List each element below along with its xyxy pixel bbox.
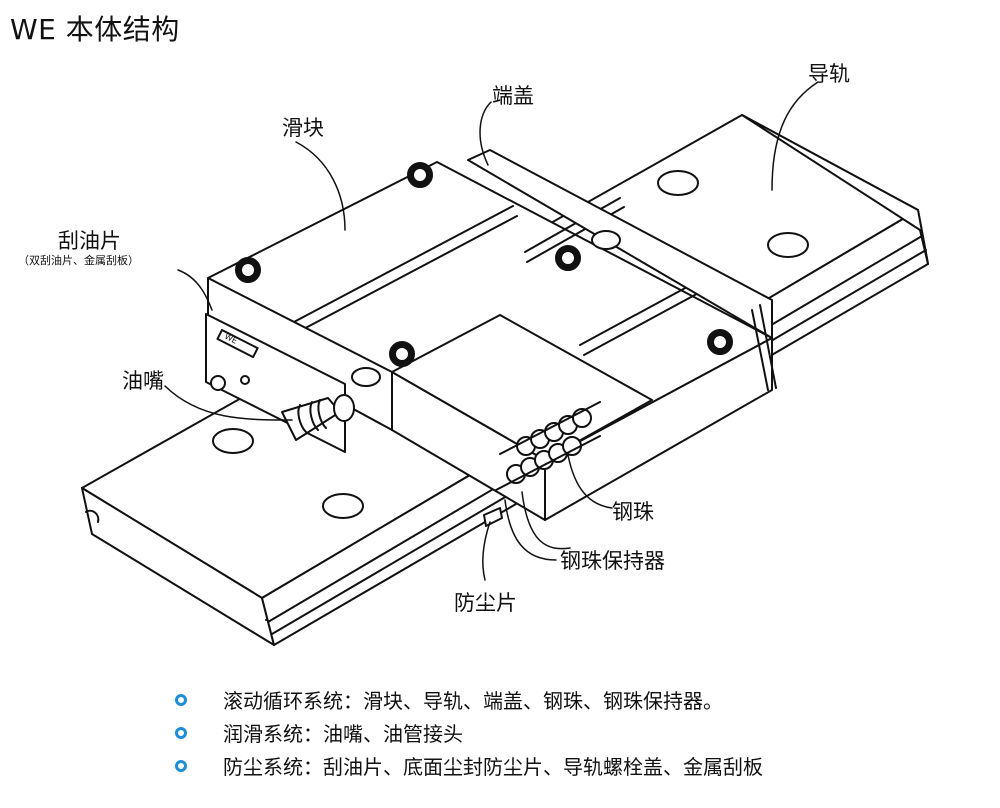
grease-nipple bbox=[281, 394, 355, 441]
rail-hole bbox=[322, 493, 364, 519]
systems-list: 滚动循环系统：滑块、导轨、端盖、钢珠、钢珠保持器。 润滑系统：油嘴、油管接头 防… bbox=[175, 683, 763, 782]
list-item-text: 滚动循环系统：滑块、导轨、端盖、钢珠、钢珠保持器。 bbox=[223, 689, 723, 713]
bullet-icon bbox=[175, 693, 187, 706]
label-scraper-note: （双刮油片、金属刮板） bbox=[18, 254, 139, 267]
label-end-cap: 端盖 bbox=[492, 84, 534, 108]
steel-balls bbox=[506, 408, 592, 484]
rail-hole bbox=[212, 428, 254, 454]
label-scraper: 刮油片 bbox=[58, 229, 121, 253]
list-item-text: 润滑系统：油嘴、油管接头 bbox=[223, 722, 463, 746]
list-item-text: 防尘系统：刮油片、底面尘封防尘片、导轨螺栓盖、金属刮板 bbox=[223, 755, 763, 779]
label-ball-retainer: 钢珠保持器 bbox=[560, 549, 665, 573]
rail-hole bbox=[657, 170, 699, 196]
label-grease-nipple: 油嘴 bbox=[122, 369, 164, 393]
label-steel-ball: 钢珠 bbox=[612, 500, 654, 524]
list-item: 滚动循环系统：滑块、导轨、端盖、钢珠、钢珠保持器。 bbox=[175, 683, 763, 716]
block-bolt bbox=[235, 162, 733, 367]
list-item: 防尘系统：刮油片、底面尘封防尘片、导轨螺栓盖、金属刮板 bbox=[175, 749, 763, 782]
label-dust-seal: 防尘片 bbox=[454, 591, 517, 615]
bullet-icon bbox=[175, 759, 187, 772]
page-title: WE 本体结构 bbox=[10, 13, 180, 46]
bullet-icon bbox=[175, 726, 187, 739]
linear-guide-diagram: WE bbox=[81, 81, 929, 646]
list-item: 润滑系统：油嘴、油管接头 bbox=[175, 716, 763, 749]
rail-hole bbox=[767, 232, 809, 258]
label-rail: 导轨 bbox=[808, 62, 850, 86]
label-slider: 滑块 bbox=[282, 116, 324, 140]
leader-lines bbox=[164, 81, 819, 581]
